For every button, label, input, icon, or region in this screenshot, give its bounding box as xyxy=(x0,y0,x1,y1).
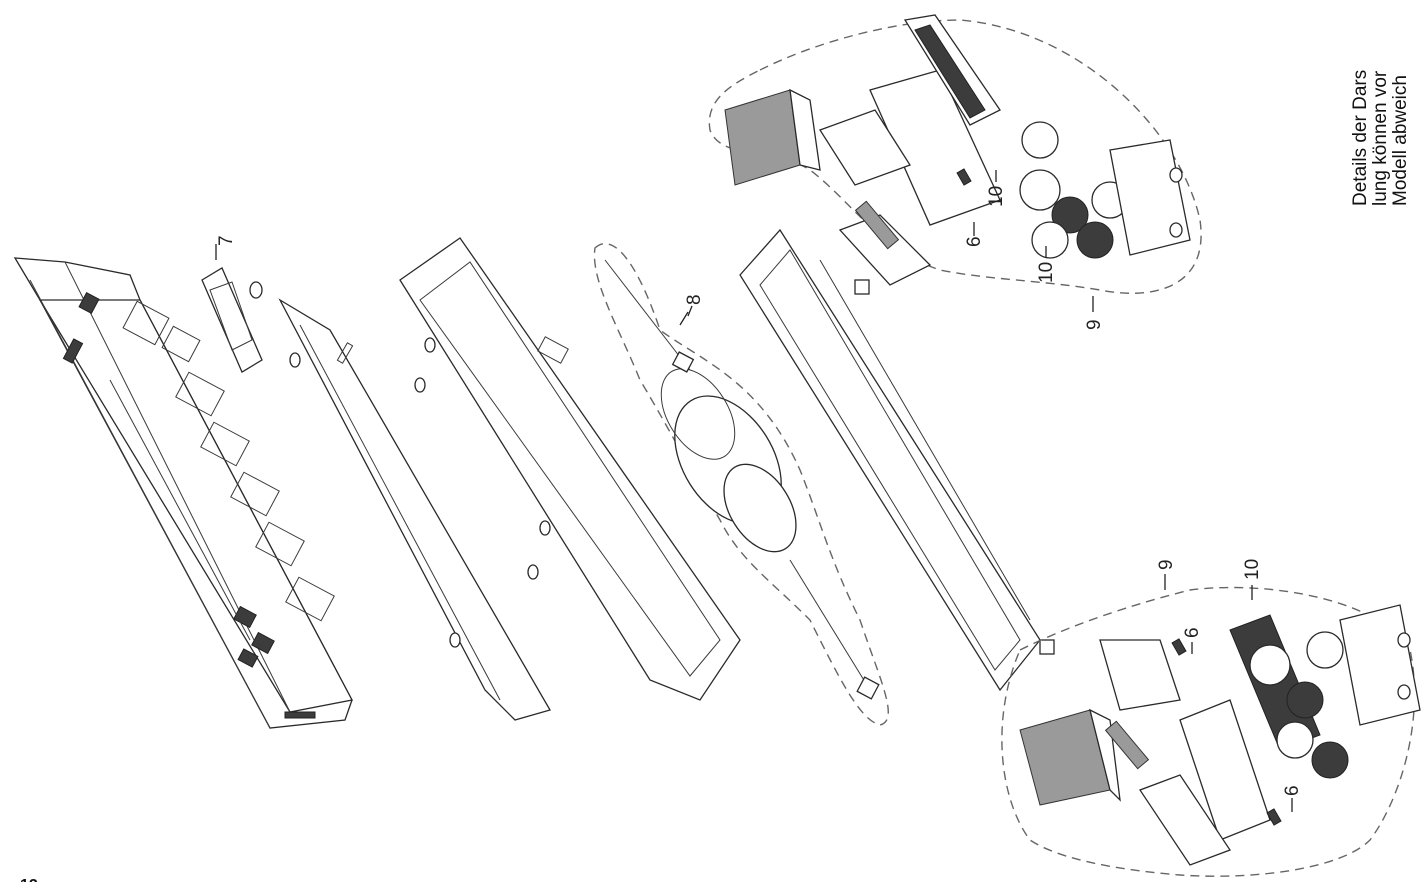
svg-text:6: 6 xyxy=(1282,785,1303,796)
bogie-group-bottom xyxy=(1001,586,1421,877)
svg-text:9: 9 xyxy=(1156,559,1177,570)
chassis-plate xyxy=(278,298,551,721)
callout-9-top: 9 xyxy=(1084,296,1105,330)
disclaimer-note: Details der Dars lung können vor Modell … xyxy=(1350,70,1411,206)
svg-text:lung können vor: lung können vor xyxy=(1370,70,1391,206)
svg-text:8: 8 xyxy=(684,294,705,305)
callout-6-top: 6 xyxy=(964,222,985,247)
callout-7: 7 xyxy=(216,235,237,246)
svg-text:10: 10 xyxy=(1036,262,1057,283)
lower-frame xyxy=(739,228,1055,692)
callout-10-top-b: 10 xyxy=(1036,246,1057,283)
svg-text:7: 7 xyxy=(216,235,237,246)
svg-text:10: 10 xyxy=(986,186,1007,207)
part-8-motor-assembly xyxy=(593,242,889,726)
callout-6-bottom-b: 6 xyxy=(1282,785,1303,812)
part-7-light-insert xyxy=(201,244,263,373)
callout-9-bottom: 9 xyxy=(1156,559,1177,590)
svg-text:6: 6 xyxy=(964,236,985,247)
callout-10-bottom: 10 xyxy=(1242,559,1263,600)
svg-text:10: 10 xyxy=(1242,559,1263,580)
svg-text:Modell abweich: Modell abweich xyxy=(1390,75,1411,206)
loco-body-shell xyxy=(13,257,353,729)
frame-weight xyxy=(399,237,741,701)
callout-8: 8 xyxy=(684,294,705,317)
callout-6-bottom-a: 6 xyxy=(1182,627,1203,654)
svg-text:Details der Dars: Details der Dars xyxy=(1350,70,1371,206)
svg-text:6: 6 xyxy=(1182,627,1203,638)
bogie-group-top xyxy=(708,14,1202,294)
callout-10-top-a: 10 xyxy=(986,170,1007,207)
page-number: 12 xyxy=(20,877,38,882)
svg-text:9: 9 xyxy=(1084,319,1105,330)
